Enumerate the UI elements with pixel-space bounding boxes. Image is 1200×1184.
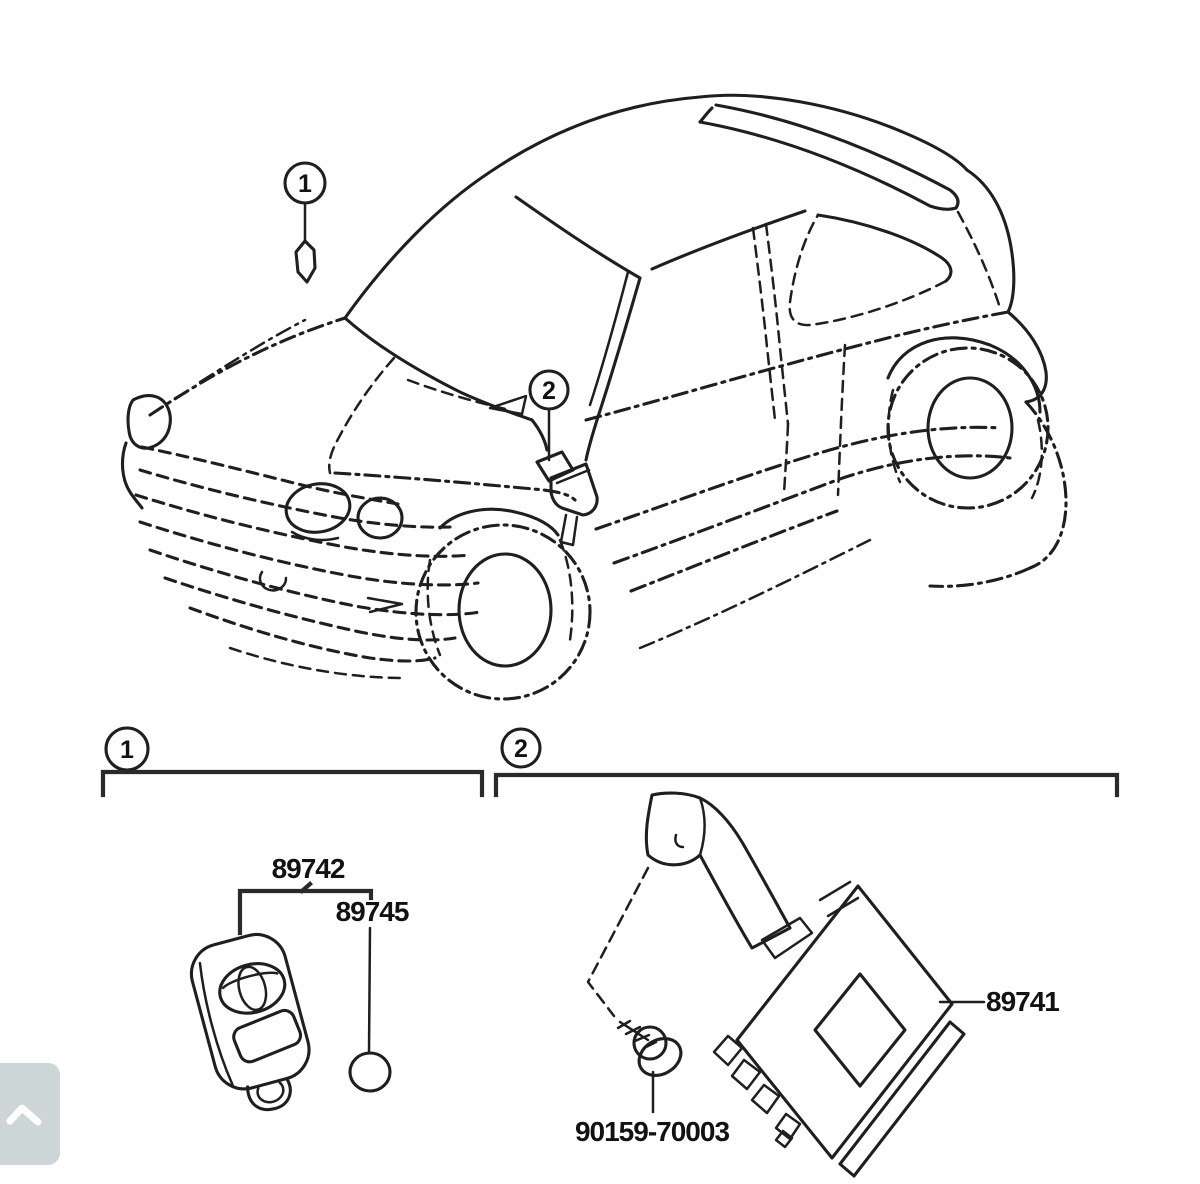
section-1-bracket (100, 769, 485, 798)
transmitter-drawing (189, 932, 311, 1112)
section-2-label: 2 (514, 735, 528, 763)
screw-drawing (616, 1019, 683, 1077)
car-line-art (120, 93, 1068, 701)
section-2-bracket (493, 772, 1120, 798)
mounting-bracket-drawing (644, 791, 792, 950)
part-89742-leader (237, 881, 374, 936)
scroll-to-top-button[interactable] (0, 1063, 60, 1165)
chevron-up-icon (6, 1104, 42, 1126)
part-number-89745: 89745 (336, 896, 409, 927)
part-number-89741: 89741 (986, 986, 1059, 1017)
part-number-90159-70003: 90159-70003 (575, 1116, 729, 1147)
part-89745-leader (367, 926, 372, 1054)
battery-drawing (348, 1051, 392, 1093)
car-callout-1: 1 (283, 161, 327, 284)
car-callout-2: 2 (528, 369, 599, 547)
cowl-receiver-drawing (535, 450, 599, 547)
section-2: 2 (493, 727, 1120, 1178)
receiver-module-drawing (712, 880, 966, 1178)
callout-1-number: 1 (298, 170, 312, 198)
key-blank-drawing (294, 239, 317, 284)
screw-guide-line (586, 866, 650, 1018)
section-1: 1 89742 89745 (100, 726, 485, 1112)
section-1-label: 1 (120, 736, 134, 764)
part-number-89742: 89742 (272, 853, 345, 884)
section-2-bubble (500, 727, 542, 769)
callout-2-number: 2 (542, 377, 556, 405)
